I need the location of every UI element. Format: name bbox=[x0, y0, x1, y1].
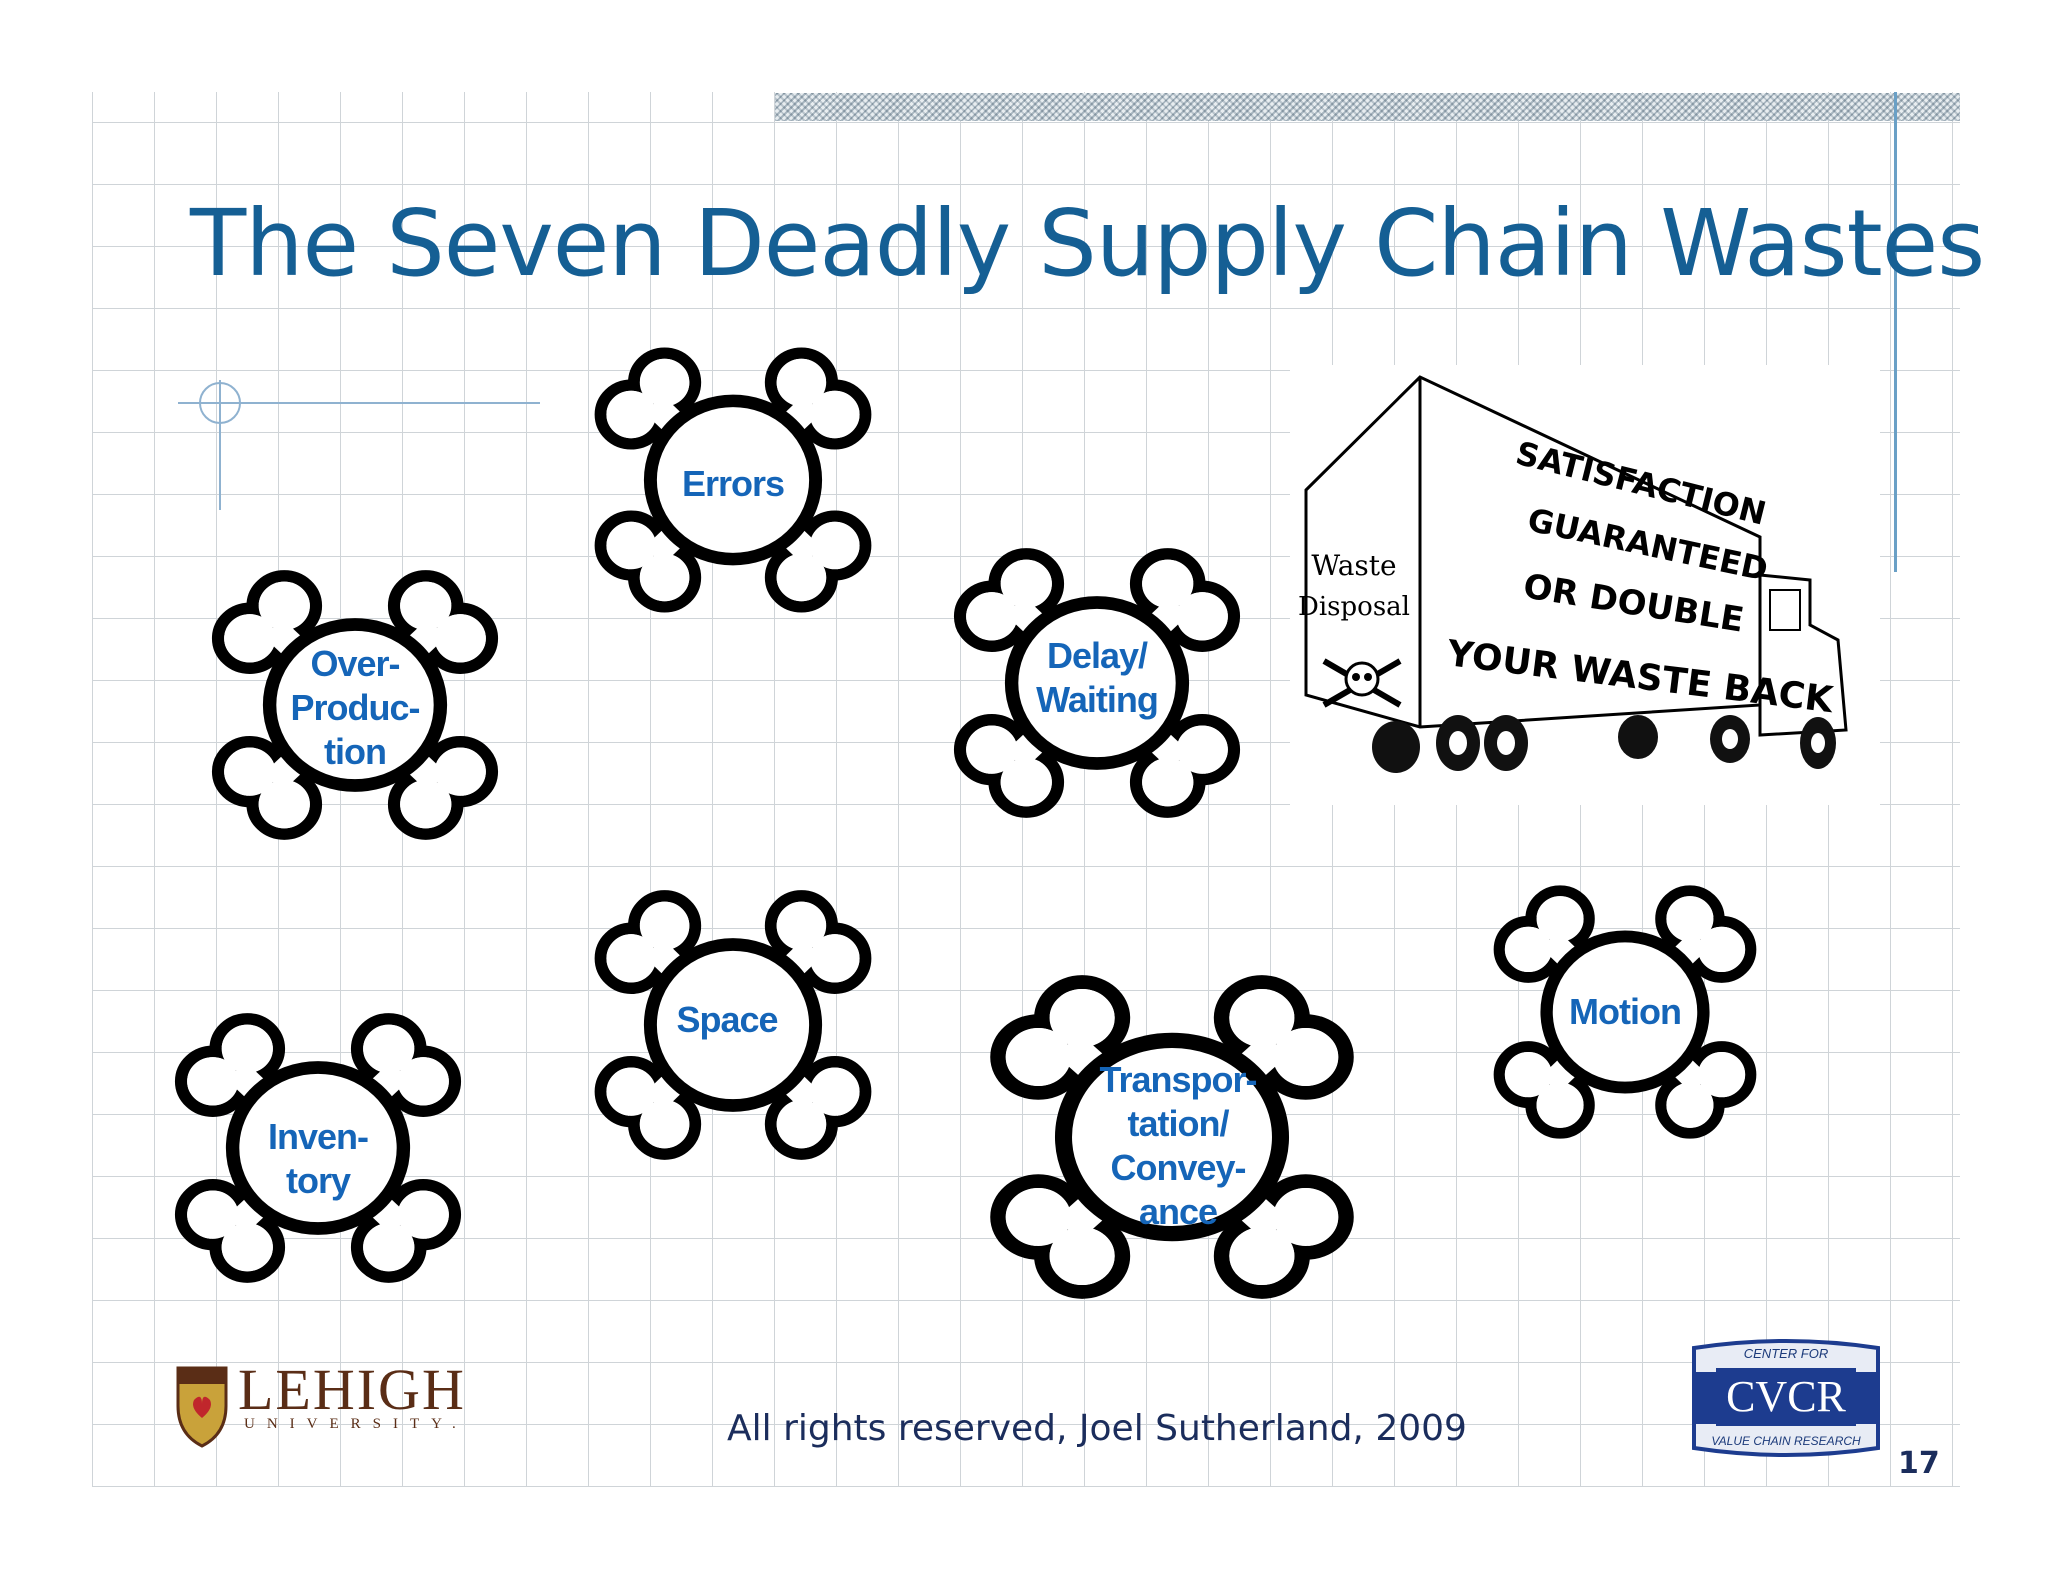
waste-truck-illustration: Waste Disposal SATISFACTION GUARANTEED O… bbox=[1290, 365, 1880, 805]
waste-label-motion: Motion bbox=[1569, 991, 1682, 1032]
lehigh-shield-icon bbox=[176, 1366, 228, 1448]
truck-door-text-1: Waste bbox=[1311, 549, 1396, 582]
truck-door-text-2: Disposal bbox=[1298, 592, 1410, 622]
copyright-footer: All rights reserved, Joel Sutherland, 20… bbox=[727, 1408, 1467, 1449]
cvcr-logo: CENTER FOR CVCR VALUE CHAIN RESEARCH bbox=[1676, 1338, 1896, 1458]
waste-label-delay: Delay/ Waiting bbox=[1036, 635, 1159, 720]
slide-title: The Seven Deadly Supply Chain Wastes bbox=[190, 190, 1985, 297]
waste-label-transportation: Transpor- tation/ Convey- ance bbox=[1099, 1059, 1257, 1232]
cvcr-bottom-text: VALUE CHAIN RESEARCH bbox=[1711, 1434, 1861, 1448]
waste-label-overproduction: Over- Produc- tion bbox=[290, 643, 420, 772]
lehigh-subtitle-text: UNIVERSITY. bbox=[244, 1416, 468, 1432]
waste-label-space: Space bbox=[676, 999, 778, 1040]
lehigh-university-logo: LEHIGH UNIVERSITY. bbox=[172, 1357, 502, 1450]
cvcr-top-text: CENTER FOR bbox=[1743, 1346, 1829, 1361]
page-number: 17 bbox=[1898, 1446, 1940, 1481]
header-hatch-bar bbox=[775, 93, 1960, 121]
cvcr-main-text: CVCR bbox=[1716, 1368, 1856, 1426]
waste-label-errors: Errors bbox=[681, 463, 785, 504]
accent-vertical-line bbox=[1894, 92, 1897, 572]
crosshair-decoration bbox=[178, 380, 540, 510]
waste-label-inventory: Inven- tory bbox=[267, 1116, 369, 1201]
lehigh-name-text: LEHIGH bbox=[238, 1357, 466, 1422]
